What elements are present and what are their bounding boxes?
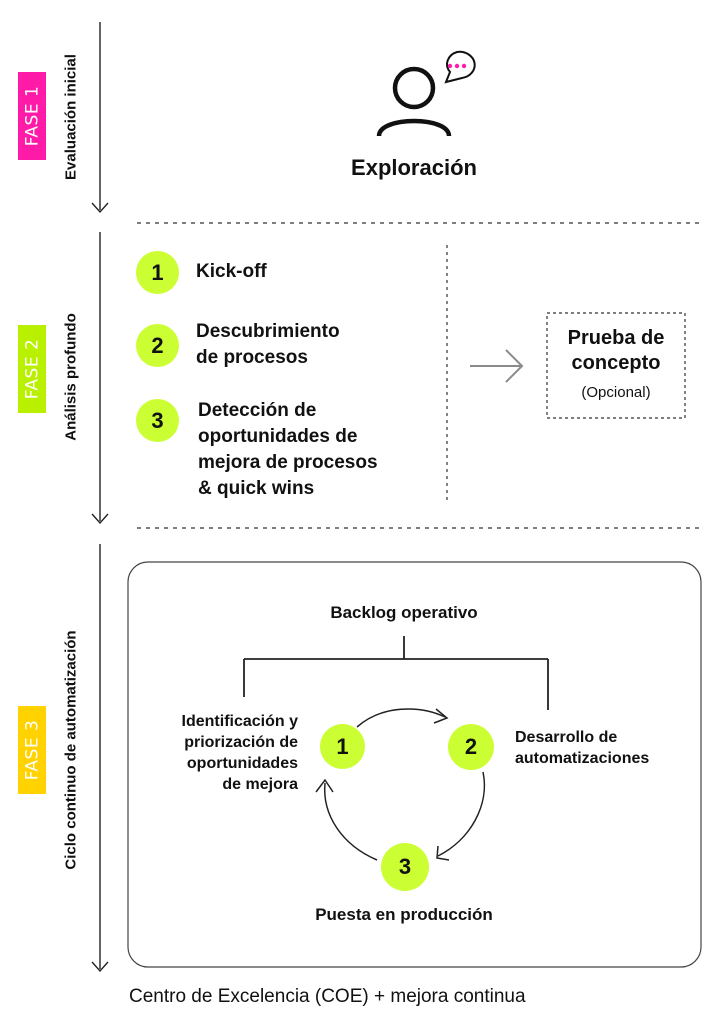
phase3-right-text: Desarrollo de automatizaciones <box>515 727 700 769</box>
poc-box <box>546 312 686 419</box>
step3-line: & quick wins <box>198 478 315 499</box>
phase3-bottom-text: Puesta en producción <box>315 905 493 924</box>
phase2-step1-number: 1 <box>136 251 179 294</box>
left-text-line: de mejora <box>222 776 298 793</box>
phase3-badge: FASE 3 <box>18 706 46 794</box>
phase3-label: Ciclo continuo de automatización <box>62 630 80 870</box>
phase2-step2-text: Descubrimiento de procesos <box>196 319 340 371</box>
phase2-step3-text: Detección de oportunidades de mejora de … <box>198 398 378 502</box>
step3-line: oportunidades de <box>198 426 358 447</box>
phase2-step1-text: Kick-off <box>196 259 267 285</box>
right-text-line: automatizaciones <box>515 750 650 767</box>
timeline-arrow-phase1 <box>91 22 109 214</box>
phase3-badge-text: FASE 3 <box>22 719 43 781</box>
right-text-line: Desarrollo de <box>515 729 618 746</box>
backlog-bracket <box>243 636 549 710</box>
phase2-step3-number: 3 <box>136 399 179 442</box>
left-text-line: priorización de <box>184 734 298 751</box>
step1-line: Kick-off <box>196 261 267 282</box>
footer-text: Centro de Excelencia (COE) + mejora cont… <box>129 986 526 1007</box>
poc-note: (Opcional) <box>581 384 651 401</box>
phase2-badge-text: FASE 2 <box>22 338 43 400</box>
left-text-line: Identificación y <box>181 713 298 730</box>
phase1-title: Exploración <box>351 155 477 180</box>
user-icon <box>376 66 452 137</box>
cycle-step1-number: 1 <box>320 724 365 769</box>
poc-title: Prueba de concepto <box>547 326 685 376</box>
cycle-arrows <box>315 708 486 861</box>
phase3-frame <box>127 561 702 968</box>
phase1-label: Evaluación inicial <box>62 54 80 180</box>
backlog-label: Backlog operativo <box>330 603 478 622</box>
phase1-badge-text: FASE 1 <box>22 85 43 147</box>
phase3-left-text: Identificación y priorización de oportun… <box>136 711 298 795</box>
poc-title-line: concepto <box>571 352 661 374</box>
cycle-step3-number: 3 <box>381 843 429 891</box>
step3-line: Detección de <box>198 400 317 421</box>
cycle-step2-number: 2 <box>448 724 494 770</box>
phase2-label: Análisis profundo <box>62 313 80 441</box>
step2-line: de procesos <box>196 347 308 368</box>
phase2-badge: FASE 2 <box>18 325 46 413</box>
timeline-arrow-phase2 <box>91 232 109 525</box>
left-text-line: oportunidades <box>186 755 298 772</box>
phase2-step2-number: 2 <box>136 324 179 367</box>
chat-bubble-icon <box>444 50 476 84</box>
timeline-arrow-phase3 <box>91 544 109 973</box>
step2-line: Descubrimiento <box>196 321 340 342</box>
arrow-right-icon <box>470 349 524 383</box>
phase1-badge: FASE 1 <box>18 72 46 160</box>
step3-line: mejora de procesos <box>198 452 378 473</box>
poc-title-line: Prueba de <box>567 327 665 349</box>
